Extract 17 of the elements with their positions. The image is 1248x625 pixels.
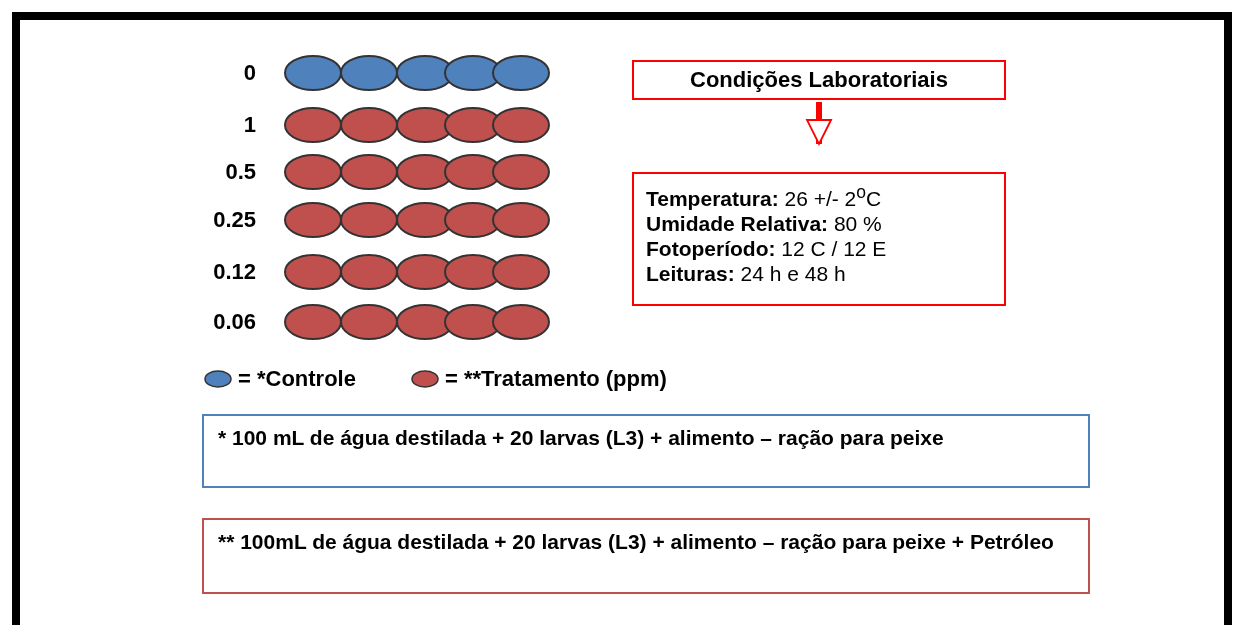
concentration-label: 0.06 xyxy=(212,309,256,335)
concentration-label: 0 xyxy=(242,60,256,86)
concentration-label: 0.12 xyxy=(212,259,256,285)
arrow xyxy=(806,102,832,145)
concentration-label: 0.5 xyxy=(224,159,256,185)
legend-text: = **Tratamento (ppm) xyxy=(445,366,667,392)
note-box: ** 100mL de água destilada + 20 larvas (L3) + alimento – ração para peixe + Petróleo xyxy=(202,518,1090,594)
concentration-label: 0.25 xyxy=(212,207,256,233)
legend-text: = *Controle xyxy=(238,366,356,392)
condition-text: Temperatura: 26 +/- 2$^{o}$C xyxy=(646,181,883,211)
condition-text: Leituras: 24 h e 48 h xyxy=(646,261,847,286)
condition-text: Fotoperíodo: 12 C / 12 E xyxy=(646,236,888,261)
concentration-label: 1 xyxy=(242,112,256,138)
note-box: * 100 mL de água destilada + 20 larvas (L3) + alimento – ração para peixe xyxy=(202,414,1090,488)
conditions-box xyxy=(632,172,1006,306)
condition-text: Umidade Relativa: 80 % xyxy=(646,211,883,236)
heading-box: Condições Laboratoriais xyxy=(632,60,1006,100)
